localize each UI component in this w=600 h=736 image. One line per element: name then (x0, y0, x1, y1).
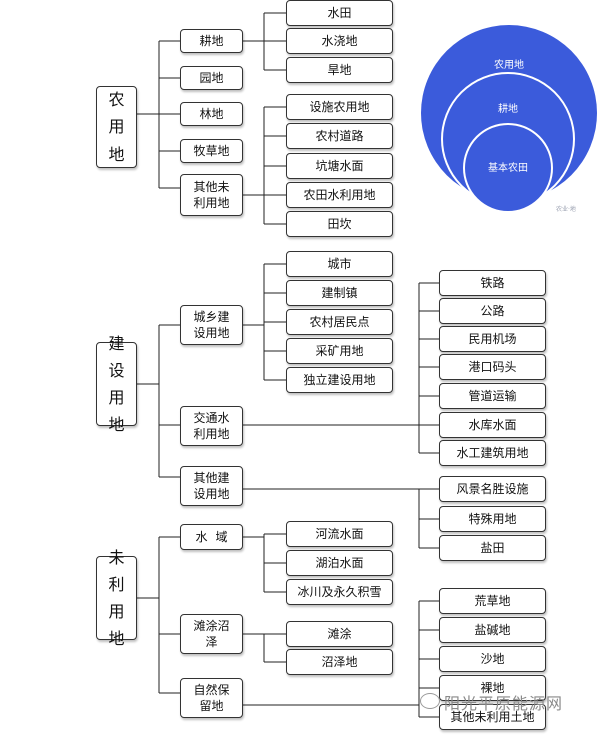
leaf-glacier-snow: 冰川及永久积雪 (286, 579, 393, 605)
watermark-text: 阳光平原能源网 (444, 694, 564, 713)
leaf-special-land: 特殊用地 (439, 506, 546, 532)
leaf-mining-land: 采矿用地 (286, 338, 393, 364)
leaf-facility-agri-land: 设施农用地 (286, 94, 393, 120)
node-cultivated-land: 耕地 (180, 29, 243, 53)
leaf-other-unused-land: 其他未利用土地 (439, 704, 546, 730)
leaf-river-water: 河流水面 (286, 521, 393, 547)
source-stamp: 农业·地 (556, 206, 576, 213)
root-unused-land: 未 利 用 地 (96, 548, 137, 648)
leaf-bare-land: 裸地 (439, 675, 546, 701)
leaf-tidal-flat: 滩涂 (286, 621, 393, 647)
venn-inner-basic-farmland: 基本农田 (463, 123, 553, 213)
leaf-port-wharf: 港口码头 (439, 354, 546, 380)
node-pasture-land: 牧草地 (180, 139, 243, 163)
leaf-town: 建制镇 (286, 280, 393, 306)
leaf-reservoir-water: 水库水面 (439, 412, 546, 438)
leaf-farm-water-land: 农田水利用地 (286, 182, 393, 208)
leaf-highway: 公路 (439, 298, 546, 324)
leaf-city: 城市 (286, 251, 393, 277)
node-garden-land: 园地 (180, 66, 243, 90)
leaf-dry-land: 旱地 (286, 57, 393, 83)
leaf-field-ridge: 田坎 (286, 211, 393, 237)
leaf-barren-grass: 荒草地 (439, 588, 546, 614)
node-other-agri-land: 其他未 利用地 (180, 174, 243, 216)
leaf-rural-road: 农村道路 (286, 123, 393, 149)
node-forest-land: 林地 (180, 102, 243, 126)
node-other-construction-land: 其他建 设用地 (180, 466, 243, 506)
leaf-lake-water: 湖泊水面 (286, 550, 393, 576)
leaf-sandy-land: 沙地 (439, 646, 546, 672)
leaf-independent-construction: 独立建设用地 (286, 367, 393, 393)
leaf-paddy-field: 水田 (286, 0, 393, 26)
leaf-scenic-facility: 风景名胜设施 (439, 476, 546, 502)
venn-label-basic-farmland: 基本农田 (488, 163, 528, 174)
leaf-pipeline: 管道运输 (439, 383, 546, 409)
leaf-civil-airport: 民用机场 (439, 326, 546, 352)
leaf-saline-alkali: 盐碱地 (439, 617, 546, 643)
root-construction-land: 建 设 用 地 (96, 334, 137, 434)
leaf-hydraulic-building: 水工建筑用地 (439, 440, 546, 466)
leaf-marshland: 沼泽地 (286, 649, 393, 675)
leaf-rural-settlement: 农村居民点 (286, 309, 393, 335)
leaf-irrigated-land: 水浇地 (286, 28, 393, 54)
node-urban-rural-land: 城乡建 设用地 (180, 305, 243, 345)
venn-label-agri-land: 农用地 (494, 60, 524, 71)
node-tidal-marsh: 滩涂沼 泽 (180, 614, 243, 654)
leaf-pond-water: 坑塘水面 (286, 153, 393, 179)
venn-label-cultivated: 耕地 (498, 104, 518, 115)
node-water-area: 水域 (180, 524, 243, 550)
leaf-railway: 铁路 (439, 270, 546, 296)
root-agricultural-land: 农 用 地 (96, 86, 137, 168)
watermark-logo-icon (420, 693, 440, 709)
node-natural-reserve: 自然保 留地 (180, 678, 243, 718)
leaf-salt-field: 盐田 (439, 535, 546, 561)
node-transport-water-land: 交通水 利用地 (180, 406, 243, 446)
